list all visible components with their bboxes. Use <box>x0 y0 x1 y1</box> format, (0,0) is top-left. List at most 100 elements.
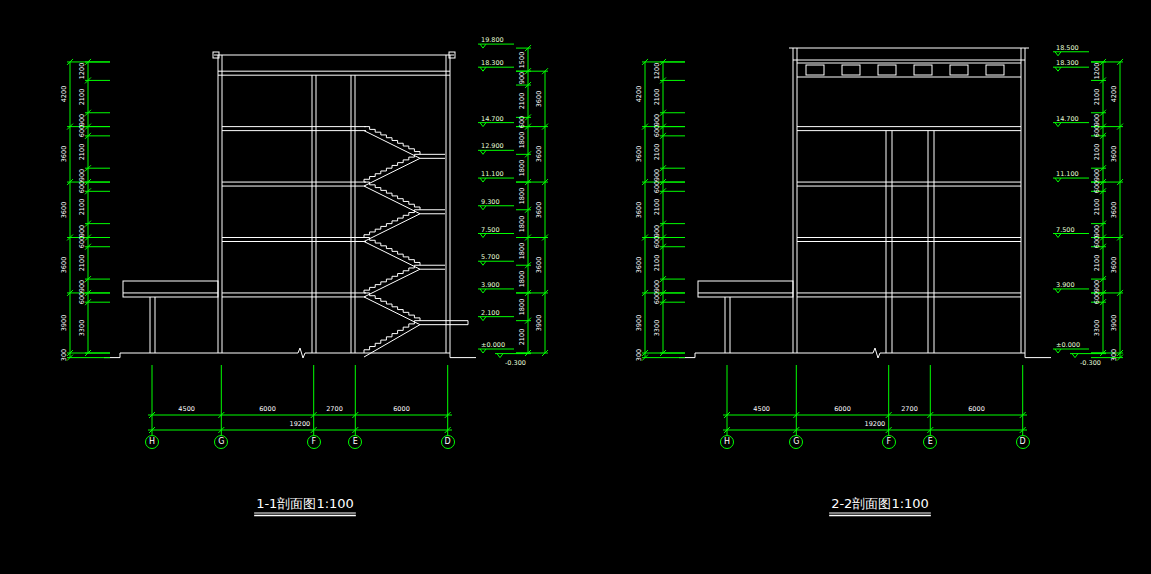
floor-slab <box>222 237 366 238</box>
section-2-2 <box>642 48 1123 435</box>
dimension: 2100 <box>519 329 526 346</box>
dimension: 1800 <box>519 160 526 177</box>
level-mark <box>480 44 486 48</box>
high-window <box>842 65 860 75</box>
dim-tick <box>67 124 73 130</box>
extension-line <box>642 357 685 358</box>
wall-line <box>222 55 223 353</box>
level-line <box>1053 349 1089 350</box>
elevation: 3.900 <box>481 281 500 288</box>
dimension: 600 <box>1094 125 1101 137</box>
dim-tick <box>1100 299 1106 305</box>
level-line <box>478 288 514 289</box>
axis-label: G <box>218 438 224 446</box>
level-line <box>1053 288 1089 289</box>
axis-bubble: D <box>441 435 455 449</box>
dimension: 2100 <box>79 88 86 105</box>
outdoor-ground <box>1025 357 1051 358</box>
dim-line <box>545 71 546 353</box>
window-band <box>797 77 1021 78</box>
dim-tick <box>660 59 666 65</box>
dimension: 2100 <box>79 255 86 272</box>
title-underline <box>829 513 931 514</box>
dimension: 6000 <box>393 406 410 413</box>
stair-landing <box>420 324 468 325</box>
dimension: 900 <box>79 280 86 292</box>
level-mark <box>480 349 486 353</box>
stair-slab <box>364 325 420 357</box>
wall-line <box>793 48 794 353</box>
floor-slab <box>222 241 366 242</box>
axis-line <box>152 365 153 435</box>
dim-tick <box>542 124 548 130</box>
stair-flight <box>364 182 420 210</box>
dim-tick <box>1100 244 1106 250</box>
dim-tick <box>1117 290 1123 296</box>
dimension: 4200 <box>61 86 68 103</box>
axis-bubble: E <box>923 435 937 449</box>
elevation: 12.900 <box>481 143 504 150</box>
dimension: 900 <box>519 72 526 84</box>
level-line <box>1053 122 1089 123</box>
axis-bubble: H <box>720 435 734 449</box>
dim-tick <box>660 276 666 282</box>
stair-slab <box>364 186 420 214</box>
dimension: 600 <box>654 236 661 248</box>
dimension: 3600 <box>536 257 543 274</box>
level-mark <box>1055 52 1061 56</box>
dim-tick <box>660 77 666 83</box>
dimension: 6000 <box>834 406 851 413</box>
dimension: 6000 <box>968 406 985 413</box>
dim-tick <box>525 45 531 51</box>
dimension: 1800 <box>519 243 526 260</box>
dim-tick <box>85 110 91 116</box>
stair-landing <box>420 265 445 266</box>
dimension: 300 <box>1111 349 1118 361</box>
elevation: 18.500 <box>1056 44 1079 51</box>
elevation: 5.700 <box>481 254 500 261</box>
elevation: 14.700 <box>481 115 504 122</box>
axis-label: F <box>311 438 316 446</box>
axis-line <box>221 365 222 435</box>
title-underline <box>254 513 356 514</box>
level-mark <box>497 354 503 358</box>
elevation: ±0.000 <box>1056 342 1080 349</box>
level-mark <box>1055 123 1061 127</box>
dim-line <box>70 62 71 358</box>
dimension: 300 <box>61 349 68 361</box>
level-line <box>478 349 514 350</box>
floor-slab <box>797 292 1021 293</box>
dimension: 1800 <box>519 132 526 149</box>
roof-level <box>698 292 793 293</box>
dimension: 1200 <box>654 63 661 80</box>
dimension: 600 <box>1094 180 1101 192</box>
level-line <box>478 122 514 123</box>
elevation: 18.300 <box>481 60 504 67</box>
stair-landing <box>420 158 445 159</box>
dim-tick <box>85 179 91 185</box>
level-mark <box>1055 349 1061 353</box>
dim-tick <box>1100 133 1106 139</box>
axis-label: G <box>793 438 799 446</box>
axis-label: D <box>1020 438 1026 446</box>
dimension: 3900 <box>61 315 68 332</box>
level-line <box>1053 67 1089 68</box>
high-window <box>950 65 968 75</box>
dimension: 900 <box>654 113 661 125</box>
dimension: 3900 <box>636 315 643 332</box>
stair-landing <box>420 320 468 321</box>
floor-slab <box>797 186 1021 187</box>
dim-tick <box>660 290 666 296</box>
section-1-1 <box>67 44 548 435</box>
floor-slab <box>797 241 1021 242</box>
level-line <box>478 178 514 179</box>
dim-tick <box>1100 165 1106 171</box>
dimension: 600 <box>79 180 86 192</box>
annex-column <box>150 297 151 353</box>
high-window <box>986 65 1004 75</box>
column-line <box>351 75 352 353</box>
floor-slab <box>797 130 1021 131</box>
dimension: 6000 <box>259 406 276 413</box>
extension-line <box>516 237 548 238</box>
level-mark <box>1055 289 1061 293</box>
